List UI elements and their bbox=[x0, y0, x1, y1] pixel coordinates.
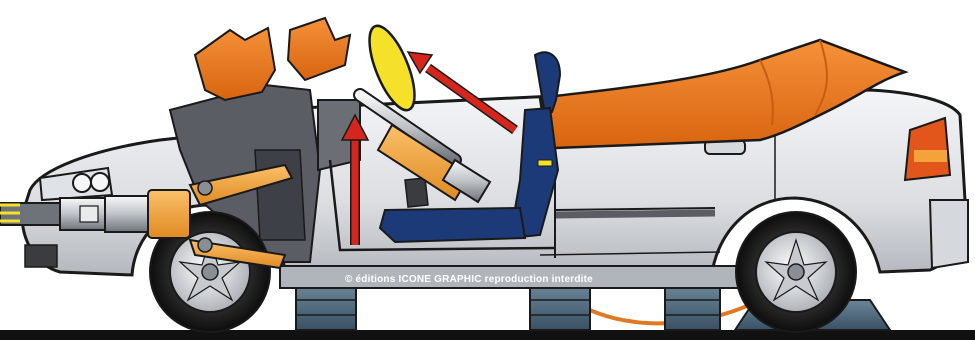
credit-text: © éditions ICONE GRAPHIC reproduction in… bbox=[345, 274, 593, 285]
support-block-icon bbox=[296, 285, 356, 330]
wheel-icon bbox=[736, 212, 856, 332]
ground-line bbox=[0, 330, 975, 340]
support-block-icon bbox=[530, 285, 590, 330]
pedal-icon bbox=[405, 178, 428, 207]
support-block-icon bbox=[665, 285, 720, 330]
